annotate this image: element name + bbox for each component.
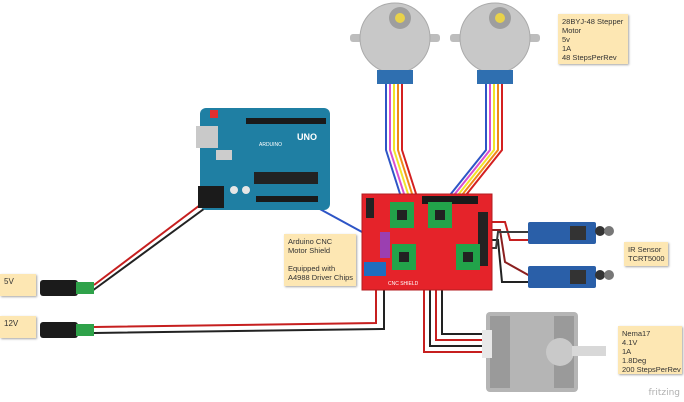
stepper-wires-right [445,84,503,201]
signal-wire [317,207,363,233]
stepper-note-line: Motor [562,26,582,35]
stepper-note: 28BYJ-48 Stepper Motor 5v 1A 48 StepsPer… [558,14,628,64]
nema-note-line: 200 StepsPerRev [622,365,681,374]
stepper-wires-left [385,84,419,201]
5v-note: 5V [0,274,36,296]
cnc-shield-note: Arduino CNC Motor Shield Equipped with A… [284,234,356,286]
cnc-shield-label: CNC SHIELD [388,281,419,287]
stepper-note-line: 48 StepsPerRev [562,53,617,62]
nema-note-line: Nema17 [622,329,651,338]
stepper-note-line: 5v [562,35,570,44]
dc-jack-12v [40,322,94,338]
stepper-note-line: 1A [562,44,572,53]
a4988-driver-4 [456,244,480,270]
ir-note-line: IR Sensor [628,245,662,254]
stepper-motor-left [350,2,440,84]
shield-power-terminal [364,262,386,276]
arduino-label: ARDUINO [259,142,282,148]
5v-label: 5V [4,277,14,286]
nema-note-line: 1.8Deg [622,356,647,365]
cnc-note-line: Equipped with [288,264,336,273]
fritzing-watermark: fritzing [648,388,680,398]
ir-sensor-bottom [528,266,614,288]
ir-sensor-note: IR Sensor TCRT5000 [624,242,668,266]
dc-jack-5v [40,280,94,296]
a4988-driver-2 [428,202,452,228]
cnc-note-line [288,255,352,264]
ir-sensor-top [528,222,614,244]
stepper-note-line: 28BYJ-48 Stepper [562,17,624,26]
nema17-note: Nema17 4.1V 1A 1.8Deg 200 StepsPerRev [618,326,682,374]
cnc-note-line: Motor Shield [288,246,331,255]
nema-wires [423,266,486,353]
nema17-motor [482,312,606,392]
12v-label: 12V [4,319,19,328]
power-wires [91,195,385,334]
arduino-uno-board [196,108,330,210]
nema-note-line: 1A [622,347,632,356]
a4988-driver-3 [392,244,416,270]
cnc-note-line: Arduino CNC [288,237,333,246]
cnc-note-line: A4988 Driver Chips [288,273,354,282]
a4988-driver-1 [390,202,414,228]
12v-note: 12V [0,316,36,338]
nema-note-line: 4.1V [622,338,638,347]
stepper-motor-right [450,2,540,84]
uno-label: UNO [297,132,317,142]
ir-note-line: TCRT5000 [628,254,665,263]
